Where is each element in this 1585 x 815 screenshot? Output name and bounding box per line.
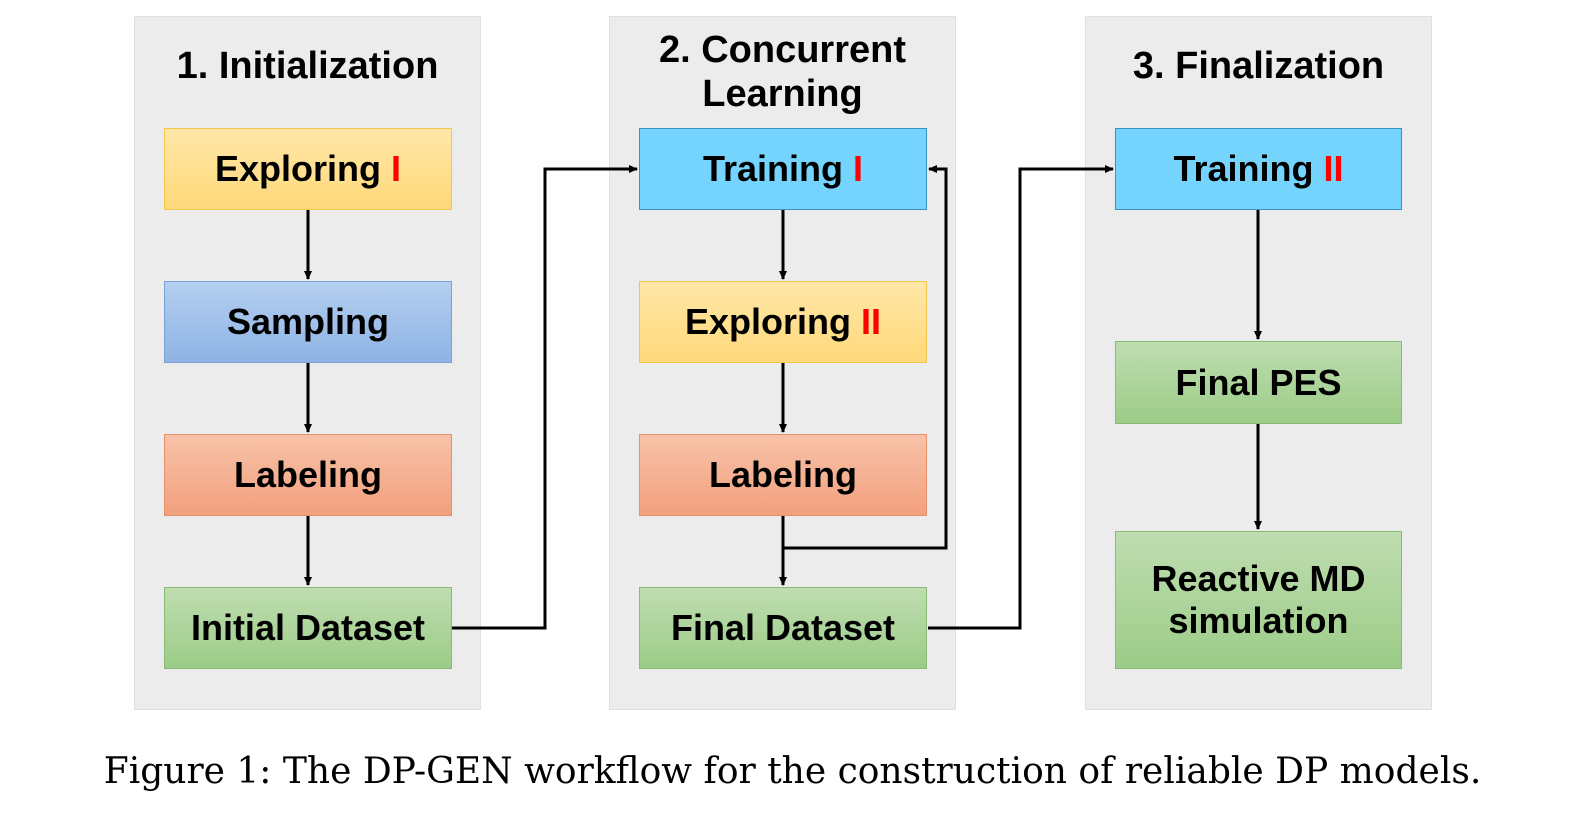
panel-title-finalization: 3. Finalization bbox=[1132, 45, 1385, 87]
roman-numeral: II bbox=[1323, 148, 1344, 189]
box-label: Initial Dataset bbox=[190, 607, 426, 648]
box-label: Training bbox=[702, 148, 843, 189]
box-label: Sampling bbox=[226, 301, 390, 342]
roman-numeral: II bbox=[861, 301, 882, 342]
figure-caption: Figure 1: The DP-GEN workflow for the co… bbox=[103, 751, 1482, 792]
box-label: Final Dataset bbox=[670, 607, 896, 648]
box-label: Training bbox=[1173, 148, 1314, 189]
box-final-pes: Final PES bbox=[1115, 341, 1402, 424]
arrow-initial-dataset-to-training bbox=[452, 165, 638, 630]
arrow-labeling-loop-to-training bbox=[783, 165, 948, 550]
panel-title-initialization: 1. Initialization bbox=[176, 45, 439, 87]
box-label: Reactive MD simulation bbox=[1151, 558, 1366, 641]
roman-numeral: I bbox=[391, 148, 402, 189]
box-labeling-init: Labeling bbox=[164, 434, 452, 516]
box-final-dataset: Final Dataset bbox=[639, 587, 927, 669]
box-reactive-md-simulation: Reactive MD simulation bbox=[1115, 531, 1402, 669]
box-labeling-cl: Labeling bbox=[639, 434, 927, 516]
arrow-final-dataset-to-training-ii bbox=[928, 165, 1114, 630]
box-initial-dataset: Initial Dataset bbox=[164, 587, 452, 669]
roman-numeral: I bbox=[853, 148, 864, 189]
box-label: Labeling bbox=[708, 454, 857, 495]
box-label: Exploring bbox=[214, 148, 381, 189]
box-sampling: Sampling bbox=[164, 281, 452, 363]
panel-title-concurrent-learning: 2. Concurrent Learning bbox=[658, 29, 907, 115]
box-label: Labeling bbox=[233, 454, 382, 495]
box-label: Final PES bbox=[1175, 361, 1342, 403]
box-label: Exploring bbox=[684, 301, 851, 342]
